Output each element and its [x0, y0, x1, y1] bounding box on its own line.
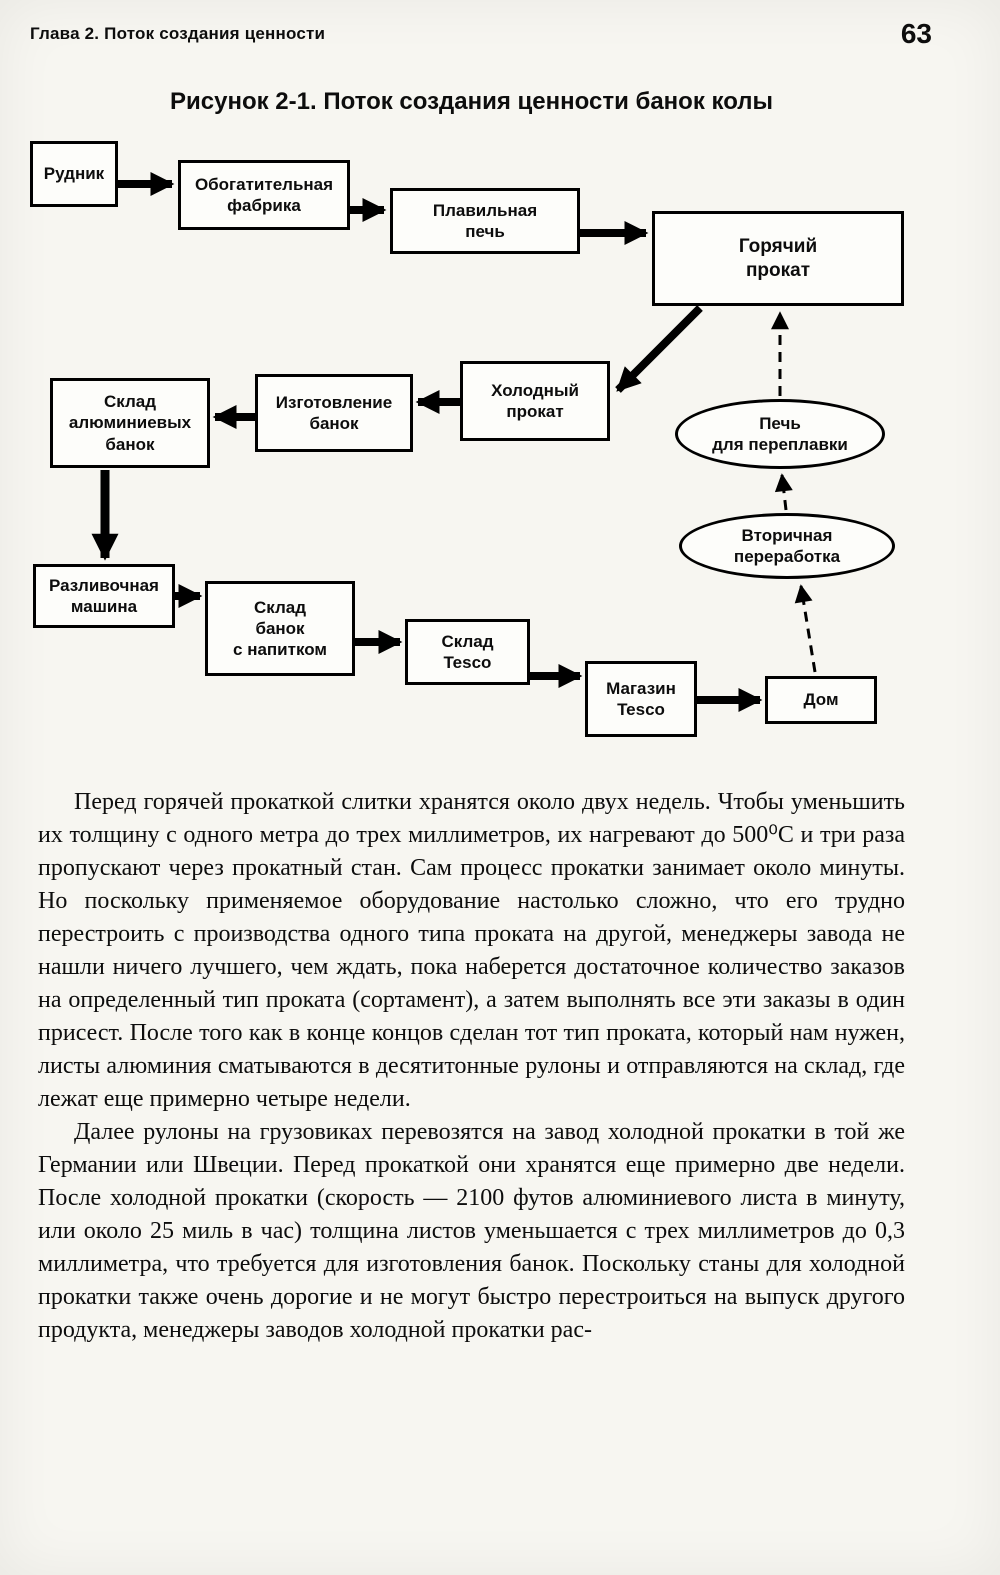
diagram-arrows [91, 172, 817, 712]
arrow-recycling-to-remelt-furnace-dashed [774, 473, 793, 511]
arrow-home-to-recycling-dashed [794, 584, 817, 673]
arrow-hot-rolling-to-cold-rolling [615, 305, 703, 393]
node-home: Дом [765, 676, 877, 724]
node-aluminum-can-warehouse: Склад алюминиевых банок [50, 378, 210, 468]
body-text: Перед горячей прокаткой слитки хранятся … [0, 778, 1000, 1347]
figure-caption: Рисунок 2-1. Поток создания ценности бан… [170, 88, 773, 115]
node-remelt-furnace: Печь для переплавки [675, 399, 885, 469]
body-paragraph-2: Далее рулоны на грузовиках перевозятся н… [38, 1119, 905, 1343]
node-filled-can-warehouse: Склад банок с напитком [205, 581, 355, 676]
node-tesco-warehouse: Склад Tesco [405, 619, 530, 685]
node-recycling: Вторичная переработка [679, 513, 895, 579]
body-paragraph-1: Перед горячей прокаткой слитки хранятся … [38, 789, 905, 1112]
page-header: Глава 2. Поток создания ценности 63 [0, 0, 1000, 48]
node-smelting-furnace: Плавильная печь [390, 188, 580, 254]
chapter-header: Глава 2. Поток создания ценности [30, 24, 326, 43]
node-enrichment-factory: Обогатительная фабрика [178, 160, 350, 230]
node-hot-rolling: Горячий прокат [652, 211, 904, 306]
page-number: 63 [900, 18, 932, 49]
node-cold-rolling: Холодный прокат [460, 361, 610, 441]
node-filling-machine: Разливочная машина [33, 564, 175, 628]
node-can-making: Изготовление банок [255, 374, 413, 452]
node-mine: Рудник [30, 141, 118, 207]
value-stream-diagram: Рудник Обогатительная фабрика Плавильная… [0, 126, 1000, 778]
node-tesco-store: Магазин Tesco [585, 661, 697, 737]
